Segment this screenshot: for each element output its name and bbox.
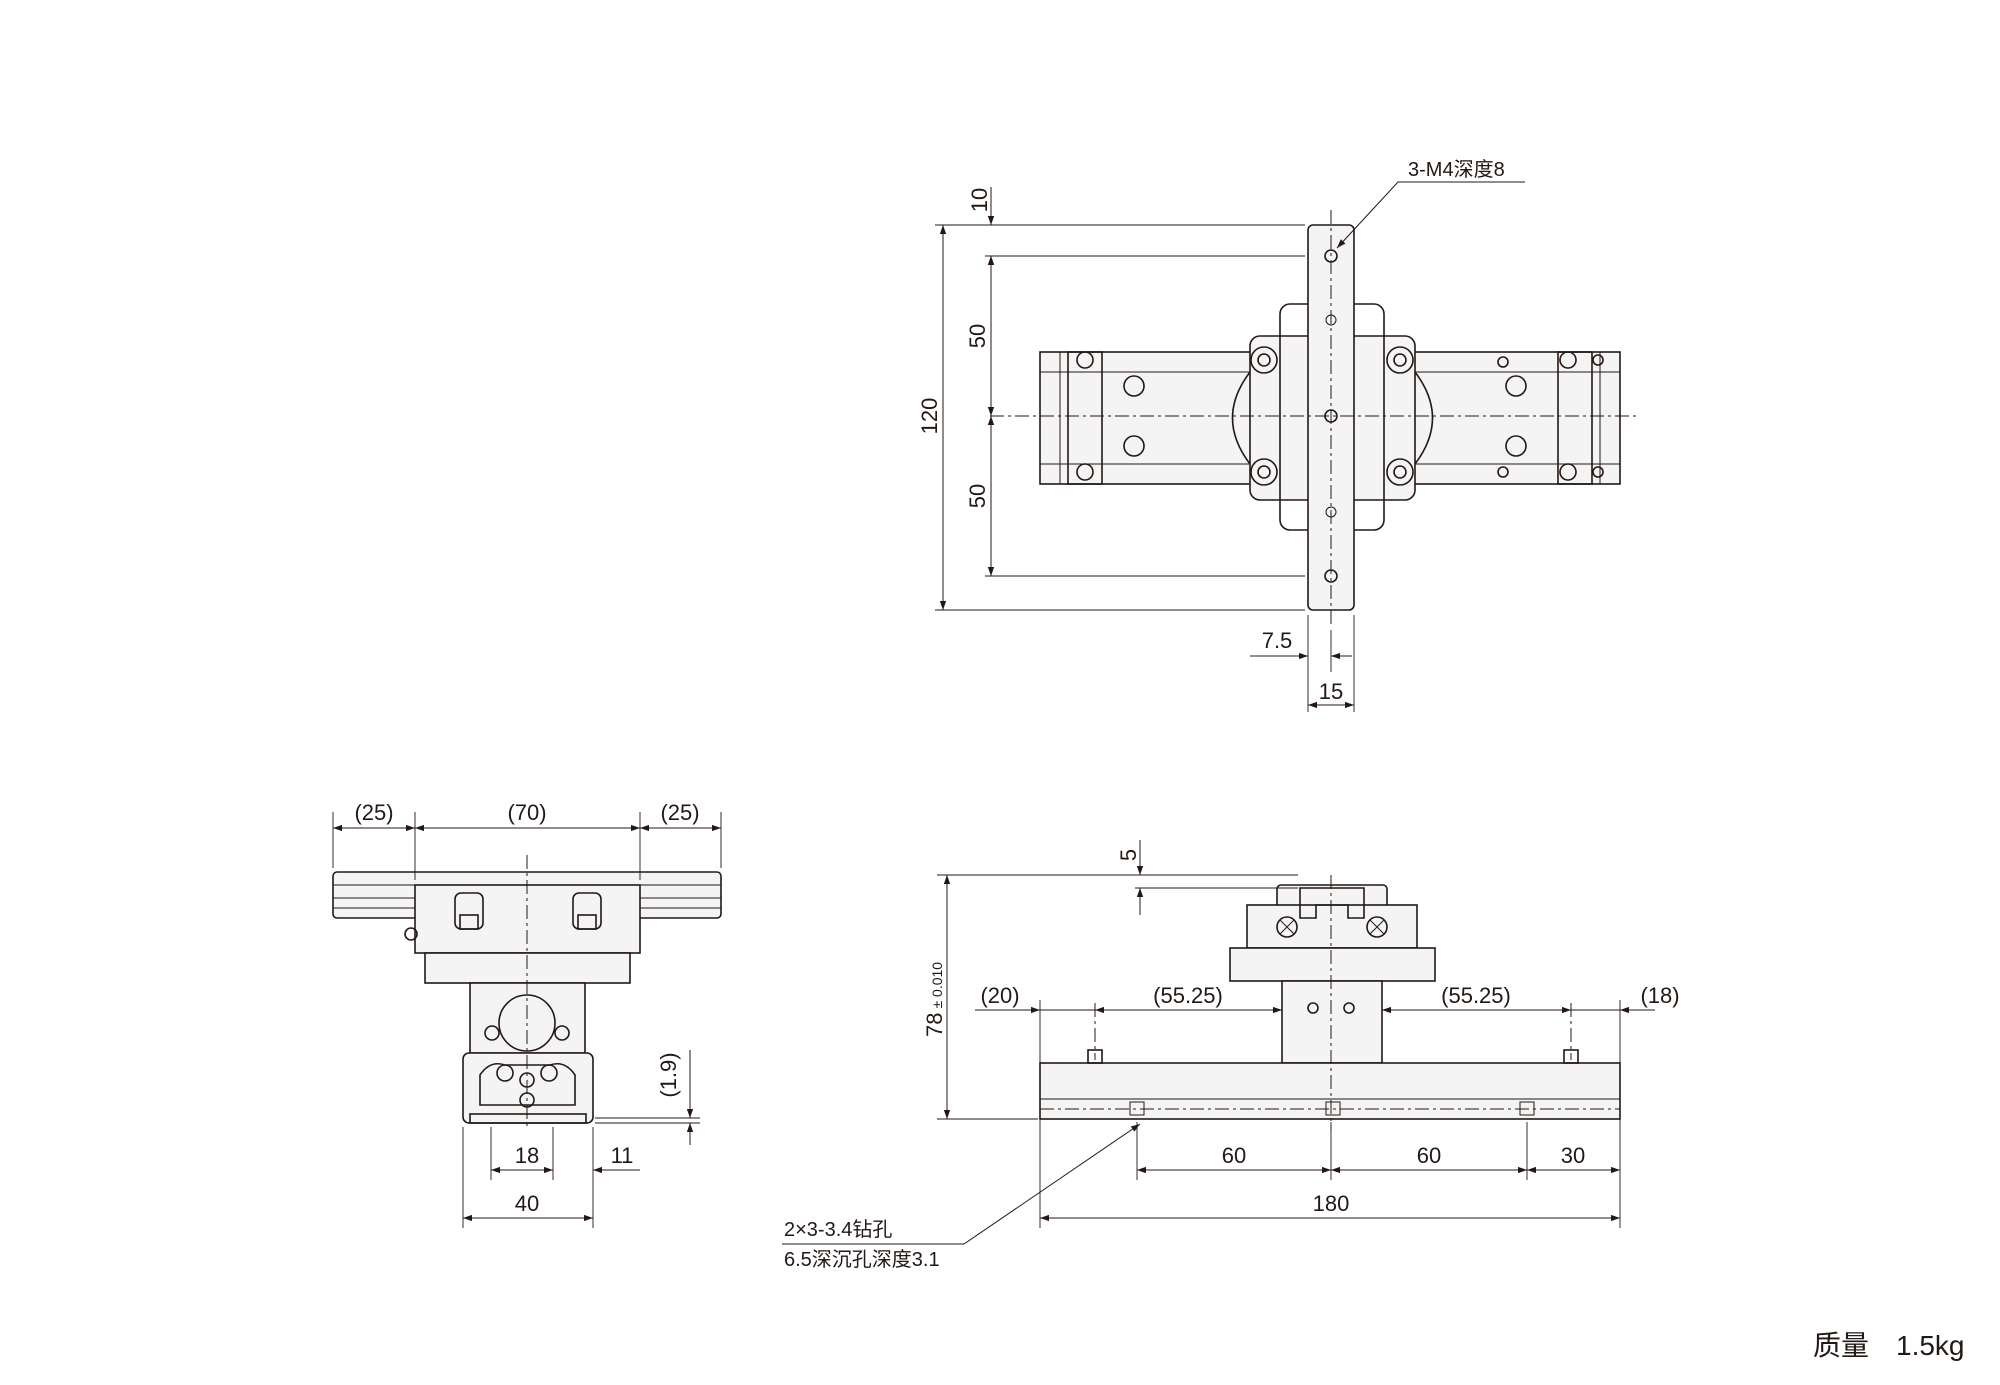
dim-30: 30 xyxy=(1561,1143,1585,1168)
dim-7-5: 7.5 xyxy=(1262,628,1293,653)
dim-11: 11 xyxy=(611,1143,634,1168)
top-view: 3-M4深度8 10 50 50 120 7.5 15 xyxy=(917,158,1640,712)
note-counterbore: 6.5深沉孔深度3.1 xyxy=(784,1248,940,1271)
dim-15: 15 xyxy=(1319,679,1343,704)
dim-55-25-left: (55.25) xyxy=(1153,983,1223,1008)
dim-70: (70) xyxy=(507,800,546,825)
dim-1-9: (1.9) xyxy=(656,1052,681,1097)
dim-25-right: (25) xyxy=(660,800,699,825)
dim-180: 180 xyxy=(1313,1191,1350,1216)
dim-18-front: (18) xyxy=(1640,983,1679,1008)
dim-25-left: (25) xyxy=(354,800,393,825)
dim-10: 10 xyxy=(967,188,992,212)
dim-50-upper: 50 xyxy=(965,324,990,348)
dim-78-tolerance: ± 0.010 xyxy=(929,962,945,1009)
front-view: 5 78 ± 0.010 (20) (55.25) (55.25) (18) 60… xyxy=(782,840,1680,1271)
dim-50-lower: 50 xyxy=(965,484,990,508)
callout-3-m4: 3-M4深度8 xyxy=(1408,158,1505,181)
dim-120: 120 xyxy=(917,398,942,435)
dim-60-left: 60 xyxy=(1222,1143,1246,1168)
dim-20: (20) xyxy=(980,983,1019,1008)
dim-18: 18 xyxy=(515,1143,539,1168)
dim-40: 40 xyxy=(515,1191,539,1216)
dim-78-value: 78 xyxy=(922,1013,947,1037)
front-base xyxy=(1039,1062,1621,1120)
mass-label: 质量 xyxy=(1813,1330,1869,1361)
dim-55-25-right: (55.25) xyxy=(1441,983,1511,1008)
mass-value: 1.5kg xyxy=(1896,1330,1965,1361)
note-drill-holes: 2×3-3.4钻孔 xyxy=(784,1218,892,1241)
dim-5: 5 xyxy=(1116,849,1141,861)
dim-60-right: 60 xyxy=(1417,1143,1441,1168)
side-view: (25) (70) (25) (1.9) 18 11 40 xyxy=(332,800,722,1228)
dim-78: 78 ± 0.010 xyxy=(922,962,947,1037)
